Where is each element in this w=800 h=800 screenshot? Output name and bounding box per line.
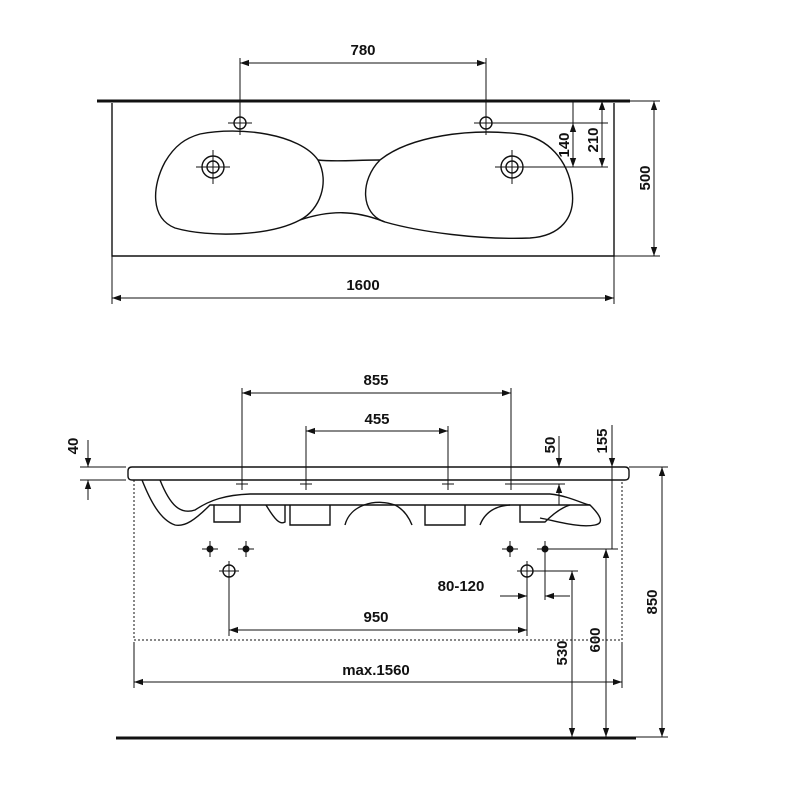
dim-950-label: 950 xyxy=(363,609,388,626)
dim-1600-label: 1600 xyxy=(346,277,379,294)
water-connection-left-1-icon xyxy=(202,541,218,557)
dim-50-label: 50 xyxy=(542,437,559,454)
right-bowl-outline xyxy=(364,131,574,239)
support-shape-1 xyxy=(213,505,241,523)
basin-underside-profile xyxy=(141,479,602,527)
cabinet-dashed-outline xyxy=(133,480,623,641)
front-hole-marker-1 xyxy=(236,478,248,490)
dim-855-label: 855 xyxy=(363,372,388,389)
support-shape-7 xyxy=(519,504,571,523)
dim-1560-label: max.1560 xyxy=(342,662,410,679)
bowl-divider-bottom xyxy=(299,212,386,223)
front-hole-marker-2 xyxy=(300,478,312,490)
dim-140-label: 140 xyxy=(556,132,573,157)
support-shape-4 xyxy=(344,501,413,526)
dim-500-label: 500 xyxy=(637,165,654,190)
support-shape-6 xyxy=(479,504,511,526)
top-view-outline xyxy=(111,103,615,257)
right-drain-icon xyxy=(495,150,529,184)
dim-80-120-label: 80-120 xyxy=(438,578,485,595)
support-shape-2 xyxy=(265,504,286,524)
support-shape-3 xyxy=(289,505,331,526)
dim-600-label: 600 xyxy=(587,627,604,652)
dim-155-label: 155 xyxy=(594,428,611,453)
dim-850-label: 850 xyxy=(644,589,661,614)
waste-outlet-left-icon xyxy=(219,561,239,581)
support-shape-5 xyxy=(424,505,466,526)
water-connection-right-1-icon xyxy=(502,541,518,557)
bowl-divider-top xyxy=(317,159,381,162)
dim-455-label: 455 xyxy=(364,411,389,428)
front-view: 855 455 40 50 155 80-120 950 xyxy=(65,372,668,740)
basin-top-slab xyxy=(127,466,630,481)
dim-210-label: 210 xyxy=(585,127,602,152)
top-view: 780 140 210 500 1600 xyxy=(97,42,660,304)
water-connection-left-2-icon xyxy=(238,541,254,557)
left-bowl-outline xyxy=(155,130,324,235)
dim-530-label: 530 xyxy=(554,640,571,665)
front-hole-marker-3 xyxy=(442,478,454,490)
left-drain-icon xyxy=(196,150,230,184)
dim-780-label: 780 xyxy=(350,42,375,59)
basin-inner-profile xyxy=(159,479,591,512)
dim-40-label: 40 xyxy=(65,438,82,455)
